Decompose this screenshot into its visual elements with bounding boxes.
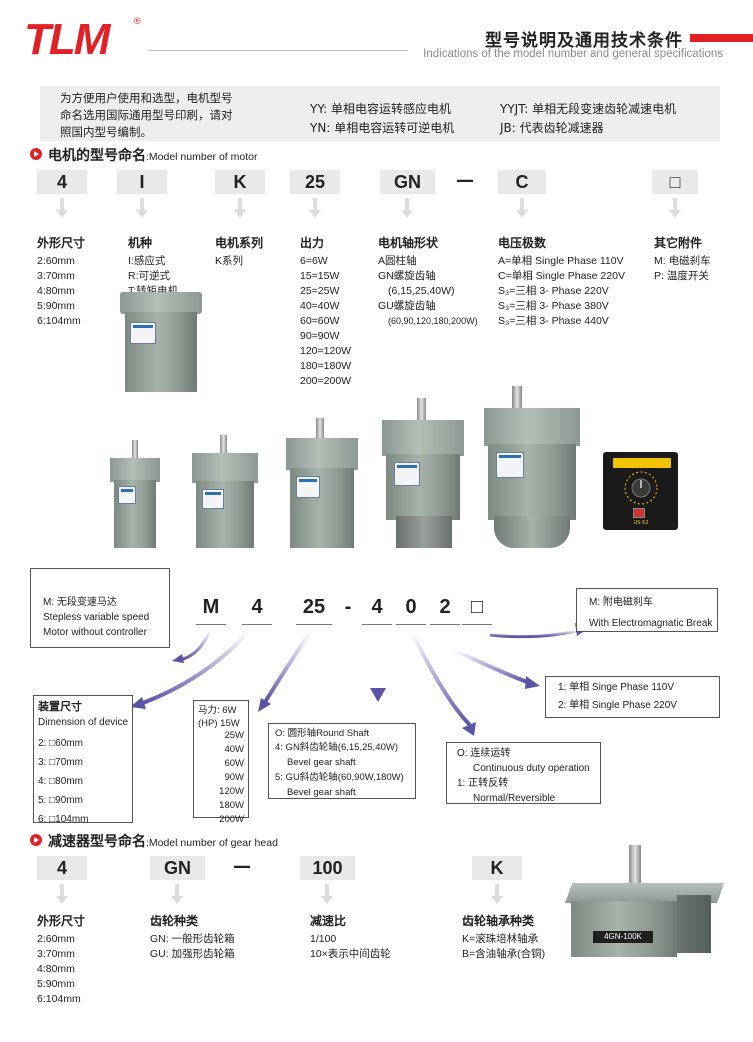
intro-text: 为方便用户使用和选型，电机型号 命名选用国际通用型号印刷，请对 照国内型号编制。 bbox=[60, 91, 233, 139]
col-size: 外形尺寸 2:60mm 3:70mm 4:80mm 5:90mm 6:104mm bbox=[37, 236, 86, 327]
gear-code-dash: — bbox=[233, 856, 251, 877]
motor-section-title: 电机的型号命名:Model number of motor bbox=[48, 148, 258, 164]
gear-col-bearing: 齿轮轴承种类 K=滚珠培林轴承 B=含油轴承(合铜) bbox=[462, 914, 546, 960]
legend-yyjt: YYJT: 单相无段变速齿轮减速电机 bbox=[500, 102, 677, 116]
underline bbox=[362, 624, 392, 625]
speed-code-duty: 0 bbox=[405, 596, 417, 618]
down-arrow-icon bbox=[171, 884, 183, 904]
dimension-box: 装置尺寸 Dimension of device 2: □60mm 3: □70… bbox=[33, 695, 133, 825]
header-rule bbox=[148, 50, 408, 51]
header-accent-bar bbox=[690, 34, 753, 42]
underline bbox=[296, 624, 332, 625]
code-dash: — bbox=[456, 170, 474, 191]
gear-col-size: 外形尺寸 2:60mm 3:70mm 4:80mm 5:90mm 6:104mm bbox=[37, 914, 86, 1005]
svg-text:®: ® bbox=[134, 16, 141, 26]
gearhead-image: 4GN-100K bbox=[565, 845, 725, 957]
brake-box: M: 附电磁刹车 With Electromagnatic Break bbox=[576, 588, 718, 632]
shaft-box: O: 圆形轴Round Shaft 4: GN斜齿轮轴(6,15,25,40W)… bbox=[268, 723, 416, 799]
code-series: K bbox=[215, 170, 265, 194]
code-accessory: □ bbox=[652, 170, 698, 194]
speed-dial-icon bbox=[624, 471, 658, 505]
gear-code-ratio: 100 bbox=[300, 856, 355, 880]
gear-code-size: 4 bbox=[37, 856, 87, 880]
motor-image-25w bbox=[286, 418, 358, 548]
phase-box: 1: 单相 Singe Phase 110V 2: 单相 Single Phas… bbox=[545, 676, 720, 718]
col-series: 电机系列 K系列 bbox=[215, 236, 264, 267]
speed-code-m: M bbox=[202, 596, 220, 618]
col-accessory: 其它附件 M: 电磁刹车 P: 温度开关 bbox=[654, 236, 711, 282]
underline bbox=[396, 624, 426, 625]
duty-box: O: 连续运转 Continuous duty operation 1: 正转反… bbox=[446, 742, 601, 804]
gear-col-type: 齿轮种类 GN: 一般形齿轮箱 GU: 加强形齿轮箱 bbox=[150, 914, 235, 960]
legend-jb: JB: 代表齿轮减速器 bbox=[500, 121, 604, 135]
page-title: 型号说明及通用技术条件 bbox=[485, 31, 683, 51]
gear-col-ratio: 减速比 1/100 10×表示中间齿轮 bbox=[310, 914, 391, 960]
motor-image-60w bbox=[382, 398, 464, 548]
col-shaft: 电机轴形状 A圆柱轴 GN螺旋齿轴 (6,15,25,40W) GU螺旋齿轴 (… bbox=[378, 236, 478, 326]
tlm-logo: TLM ® bbox=[24, 15, 141, 62]
motor-image-90w bbox=[484, 386, 580, 548]
code-shaft: GN bbox=[380, 170, 435, 194]
intro-band bbox=[40, 86, 720, 141]
code-size: 4 bbox=[37, 170, 87, 194]
page-subtitle: Indications of the model number and gene… bbox=[423, 48, 723, 60]
gear-code-type: GN bbox=[150, 856, 205, 880]
col-power: 出力 6=6W 15=15W 25=25W 40=40W 60=60W 90=9… bbox=[300, 236, 352, 387]
down-arrow-icon bbox=[516, 198, 528, 218]
underline bbox=[430, 624, 460, 625]
motor-image-large bbox=[120, 292, 202, 392]
diagram-arrows bbox=[130, 623, 589, 736]
col-voltage: 电压极数 A=单相 Single Phase 110V C=单相 Single … bbox=[498, 236, 625, 327]
speed-code-brake: □ bbox=[470, 596, 484, 618]
power-box: 马力: 6W (HP) 15W 25W 40W 60W 90W 120W 180… bbox=[193, 700, 249, 825]
play-bullet-icon bbox=[30, 148, 42, 160]
down-arrow-icon bbox=[234, 198, 246, 218]
gear-code-bearing: K bbox=[472, 856, 522, 880]
down-arrow-icon bbox=[136, 198, 148, 218]
down-arrow-icon bbox=[401, 198, 413, 218]
gear-section-title: 减速器型号命名:Model number of gear head bbox=[48, 834, 278, 850]
down-arrow-icon bbox=[669, 198, 681, 218]
underline bbox=[242, 624, 272, 625]
down-arrow-icon bbox=[56, 198, 68, 218]
play-bullet-icon bbox=[30, 834, 42, 846]
stepless-box: M: 无段变速马达 Stepless variable speed Motor … bbox=[30, 568, 170, 648]
code-type: I bbox=[117, 170, 167, 194]
underline bbox=[462, 624, 492, 625]
code-voltage: C bbox=[498, 170, 546, 194]
legend-yy: YY: 单相电容运转感应电机 bbox=[310, 102, 451, 116]
speed-code-shaft: 4 bbox=[371, 596, 383, 618]
gearhead-label: 4GN-100K bbox=[593, 931, 653, 943]
down-arrow-icon bbox=[56, 884, 68, 904]
underline bbox=[196, 624, 226, 625]
speed-code-size: 4 bbox=[251, 596, 263, 618]
legend-yn: YN: 单相电容运转可逆电机 bbox=[310, 121, 455, 135]
down-arrow-icon bbox=[491, 884, 503, 904]
motor-image-6w bbox=[110, 440, 160, 548]
speed-code-dash: - bbox=[344, 596, 352, 618]
code-power: 25 bbox=[290, 170, 340, 194]
speed-code-phase: 2 bbox=[439, 596, 451, 618]
motor-image-15w bbox=[192, 435, 258, 548]
col-type: 机种 I:感应式 R:可逆式 T:转矩电机 bbox=[128, 236, 179, 297]
down-arrow-icon bbox=[309, 198, 321, 218]
speed-controller-image: US-52 bbox=[603, 452, 678, 530]
svg-text:TLM: TLM bbox=[24, 15, 112, 62]
down-arrow-icon bbox=[321, 884, 333, 904]
speed-code-power: 25 bbox=[302, 596, 326, 618]
